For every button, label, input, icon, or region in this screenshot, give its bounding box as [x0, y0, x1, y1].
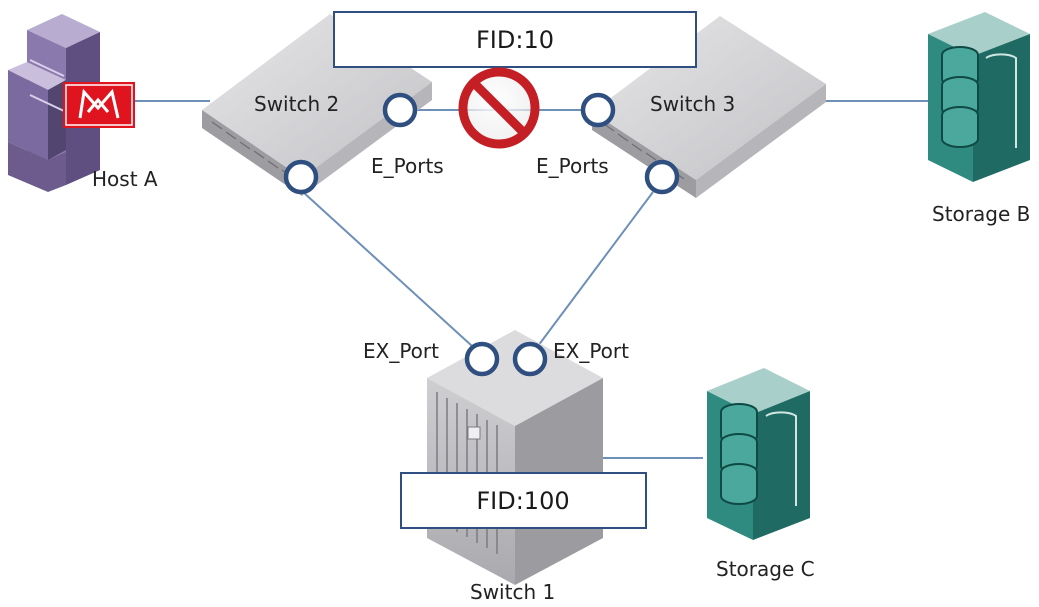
storage-c[interactable]: Storage C	[707, 368, 815, 581]
prohibited-icon	[458, 67, 540, 149]
port-switch-3-downlink[interactable]	[644, 159, 680, 195]
switch-3-label: Switch 3	[650, 92, 735, 116]
port-switch-1-ex-port-right[interactable]	[512, 341, 548, 377]
e-ports-right-label: E_Ports	[536, 154, 609, 178]
link-switch-3-ex-port	[537, 191, 654, 347]
switch-1[interactable]: Switch 1	[427, 330, 603, 604]
storage-b-label: Storage B	[932, 202, 1030, 226]
fid-100-box: FID:100	[400, 472, 647, 529]
port-switch-3-e-port[interactable]	[580, 92, 616, 128]
e-ports-left-label: E_Ports	[371, 154, 444, 178]
port-switch-2-e-port[interactable]	[382, 92, 418, 128]
switch-1-label: Switch 1	[470, 580, 555, 604]
switch-2-label: Switch 2	[254, 92, 339, 116]
port-switch-2-downlink[interactable]	[283, 159, 319, 195]
storage-array-icon	[928, 12, 1030, 182]
fid-100-label: FID:100	[476, 487, 569, 515]
host-a-label: Host A	[92, 167, 158, 191]
storage-b[interactable]: Storage B	[928, 12, 1030, 226]
fid-10-box: FID:10	[333, 11, 697, 68]
fid-10-label: FID:10	[476, 26, 554, 54]
port-switch-1-ex-port-left[interactable]	[464, 341, 500, 377]
chassis-switch-icon	[427, 330, 603, 585]
storage-array-icon	[707, 368, 810, 540]
host-a[interactable]: Host A	[8, 14, 158, 192]
ex-port-right-label: EX_Port	[553, 339, 629, 363]
storage-c-label: Storage C	[716, 557, 815, 581]
ex-port-left-label: EX_Port	[363, 339, 439, 363]
brand-logo-icon	[63, 82, 135, 128]
ports	[283, 92, 680, 377]
link-switch-2-ex-port	[302, 191, 473, 347]
